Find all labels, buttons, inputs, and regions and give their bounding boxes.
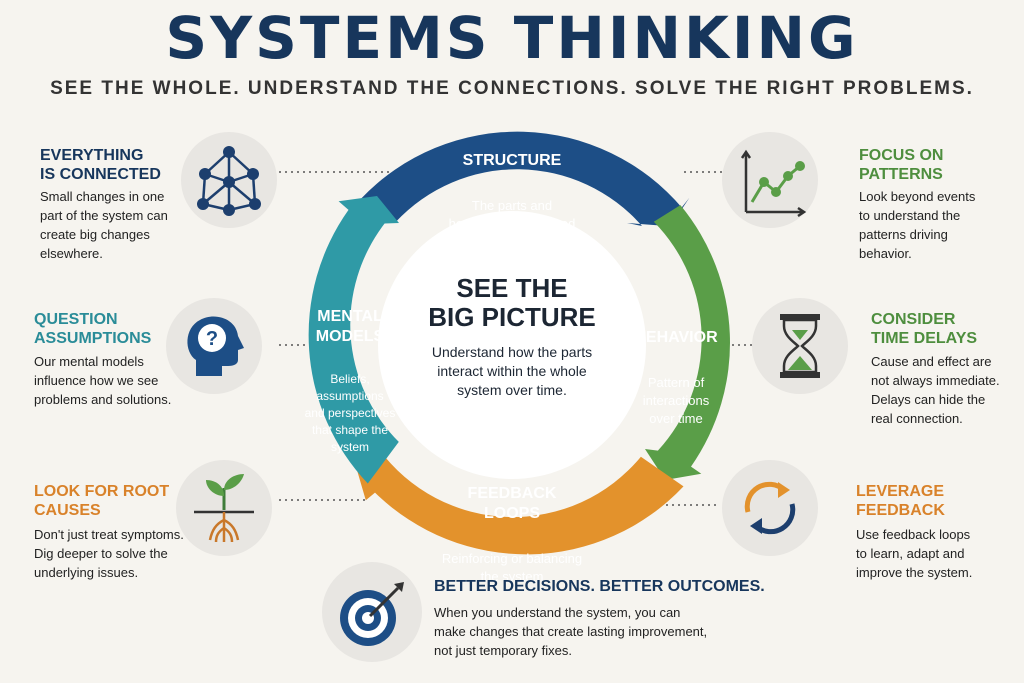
left-item-2-icon-circle: ? <box>166 298 262 394</box>
center-title: SEE THE BIG PICTURE <box>428 273 596 332</box>
behavior-label-group: BEHAVIOR Pattern of interactions over ti… <box>628 310 724 446</box>
right-item-1-title: FOCUS ON PATTERNS <box>859 147 944 183</box>
right-item-3-title: LEVERAGE FEEDBACK <box>856 483 945 519</box>
right-item-1-body: Look beyond events to understand the pat… <box>859 189 976 261</box>
right-item-2-icon-circle <box>752 298 848 394</box>
left-item-3-body: Don't just treat symptoms. Dig deeper to… <box>34 527 184 580</box>
structure-title: STRUCTURE <box>462 152 562 169</box>
mental-models-title: MENTAL MODELS <box>315 308 385 345</box>
cycle-segment-behavior <box>645 205 730 480</box>
center-subtitle: Understand how the parts interact within… <box>431 344 593 398</box>
cycle-segment-structure <box>360 131 690 226</box>
feedback-label-group: FEEDBACK LOOPS Reinforcing or balancing … <box>420 466 604 604</box>
behavior-subtitle: Pattern of interactions over time <box>642 375 710 426</box>
right-item-2-body: Cause and effect are not always immediat… <box>871 354 1000 426</box>
page-title: SYSTEMS THINKING <box>165 4 859 72</box>
target-icon <box>340 582 404 646</box>
structure-label-group: STRUCTURE The parts and how they're orga… <box>432 133 592 251</box>
feedback-title: FEEDBACK LOOPS <box>467 485 557 522</box>
left-item-2-body: Our mental models influence how we see p… <box>34 354 172 407</box>
network-icon <box>197 146 261 216</box>
left-item-1-icon-circle <box>181 132 277 228</box>
mental-models-subtitle: Beliefs, assumptions and perspectives th… <box>304 372 396 454</box>
structure-subtitle: The parts and how they're organized <box>448 198 576 231</box>
hourglass-icon <box>780 314 820 378</box>
dotted-connectors <box>279 171 752 506</box>
right-item-3-icon-circle <box>722 460 818 556</box>
left-item-3-icon-circle <box>176 460 272 556</box>
head-question-icon: ? <box>187 316 244 376</box>
feedback-subtitle: Reinforcing or balancing the system <box>441 551 583 584</box>
mental-models-label-group: MENTAL MODELS Beliefs, assumptions and p… <box>300 289 400 474</box>
right-item-1-icon-circle <box>722 132 818 228</box>
cycle-segment-feedback <box>355 433 684 555</box>
left-item-3-title: LOOK FOR ROOT CAUSES <box>34 483 170 519</box>
bottom-icon-circle <box>322 562 422 662</box>
right-item-2-title: CONSIDER TIME DELAYS <box>871 311 978 347</box>
plant-roots-icon <box>194 474 254 543</box>
behavior-title: BEHAVIOR <box>634 329 718 346</box>
bottom-title: BETTER DECISIONS. BETTER OUTCOMES. <box>434 578 765 595</box>
center-disc <box>378 211 646 479</box>
left-item-1-title: EVERYTHING IS CONNECTED <box>40 147 161 183</box>
cycle-arrows-icon <box>744 481 796 535</box>
page-subtitle: SEE THE WHOLE. UNDERSTAND THE CONNECTION… <box>50 78 974 99</box>
right-item-3-body: Use feedback loops to learn, adapt and i… <box>856 527 973 580</box>
line-graph-icon <box>740 149 807 218</box>
cycle-segment-mental-models <box>308 196 399 484</box>
left-item-1-body: Small changes in one part of the system … <box>40 189 168 261</box>
left-item-2-title: QUESTION ASSUMPTIONS <box>34 311 152 347</box>
svg-text:?: ? <box>206 328 218 350</box>
bottom-body: When you understand the system, you can … <box>434 605 708 658</box>
